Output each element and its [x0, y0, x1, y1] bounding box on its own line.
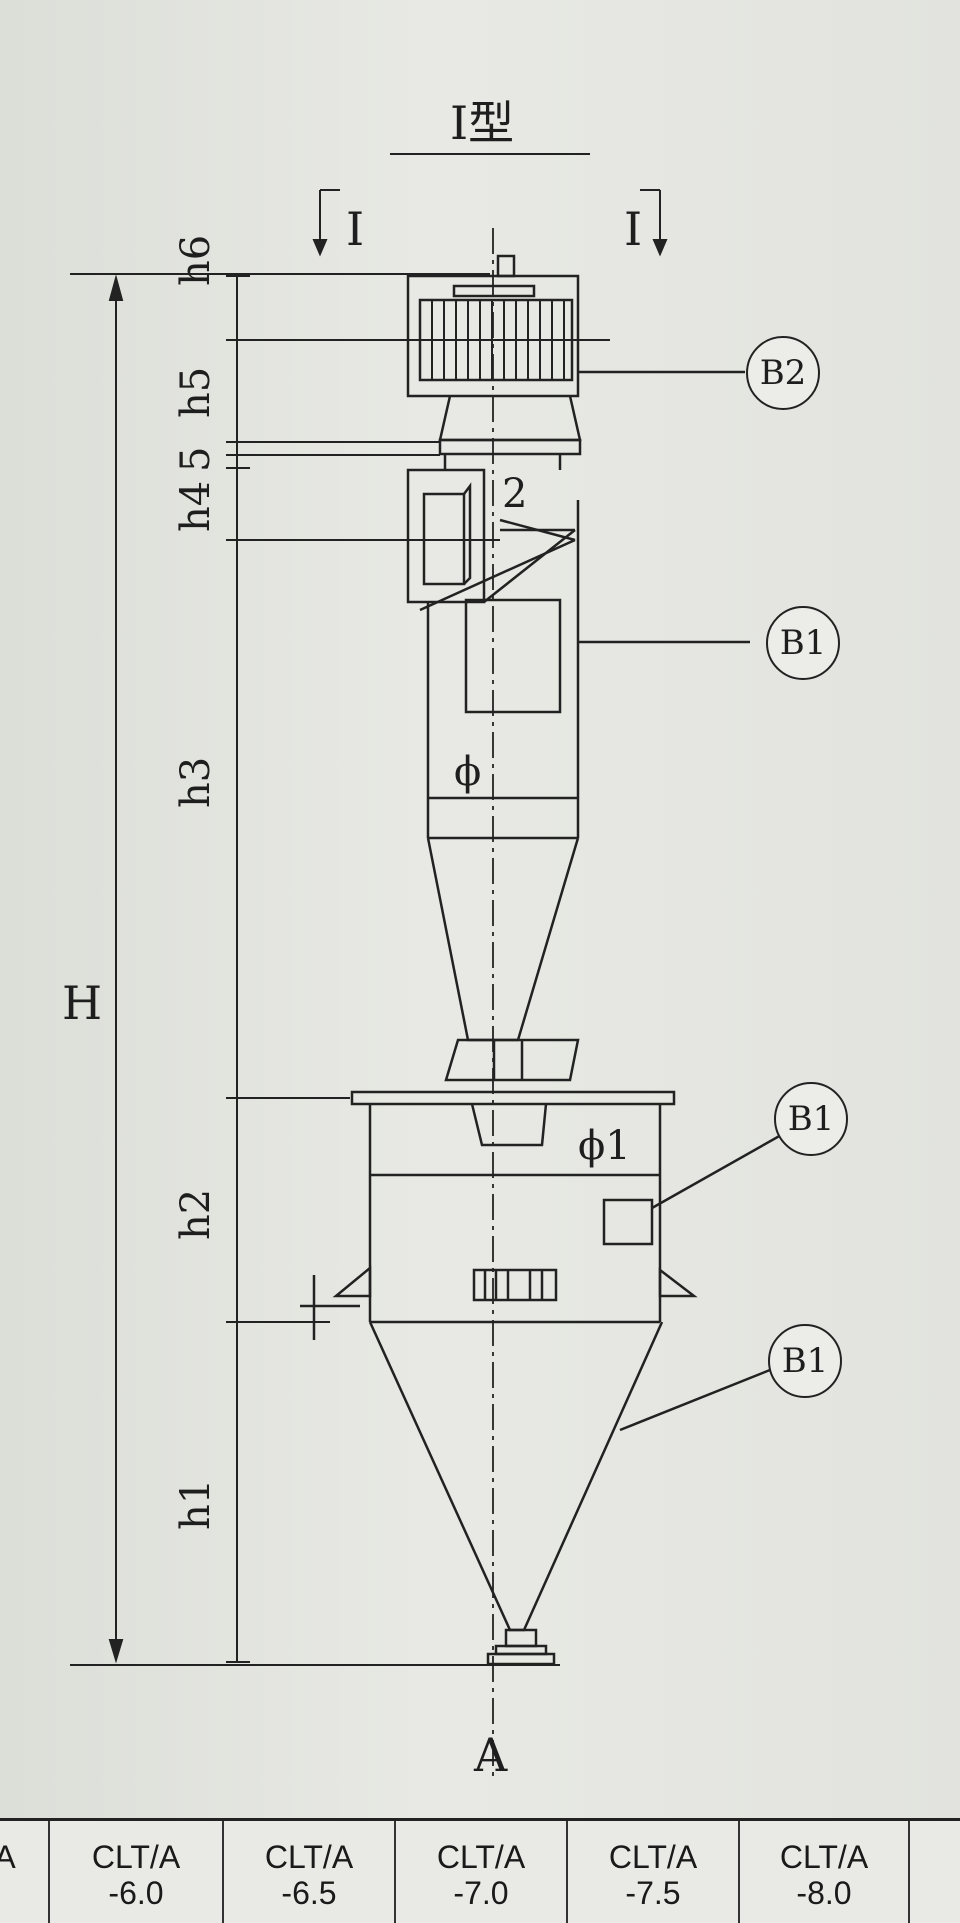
neck: [438, 395, 582, 470]
dimension-label-h4: h4: [173, 480, 219, 532]
table-cell-2: CLT/A -6.5: [222, 1821, 394, 1923]
table-cell-3: CLT/A -7.0: [394, 1821, 566, 1923]
dimension-label-h3: h3: [173, 756, 219, 808]
section-label-right: I: [624, 202, 643, 256]
phi1-label: ϕ1: [578, 1123, 631, 1169]
phi-label: ϕ: [454, 749, 482, 795]
axis-label-A: A: [474, 1728, 508, 1782]
callout-b1-box: B1: [774, 1082, 848, 1156]
dimension-label-h1: h1: [173, 1478, 219, 1530]
callout-b1-upper: B1: [766, 606, 840, 680]
inlet-box: [406, 468, 576, 612]
dimension-label-h6: h6: [173, 234, 219, 286]
dimension-chain: [226, 275, 610, 1663]
fan-head: [406, 254, 745, 398]
dimension-label-H: H: [62, 976, 103, 1030]
hopper: [368, 1321, 791, 1666]
dust-box: [300, 1090, 791, 1340]
table-cell-1: CLT/A -6.0: [48, 1821, 222, 1923]
section-marker-right: [640, 189, 668, 257]
callout-b1-lower: B1: [768, 1324, 842, 1398]
model-table-header: A CLT/A -6.0 CLT/A -6.5 CLT/A -7.0 CLT/A…: [0, 1818, 960, 1923]
upper-cyclone: [426, 500, 750, 1082]
section-label-left: I: [346, 202, 365, 256]
drawing-title: I型: [450, 96, 515, 150]
part-number-2: 2: [502, 471, 528, 517]
cyclone-drawing: [70, 153, 791, 1780]
table-cell-0: A: [0, 1821, 48, 1923]
dimension-label-h5: h5: [173, 366, 219, 418]
callout-b2: B2: [746, 336, 820, 410]
dimension-label-h2: h2: [173, 1188, 219, 1240]
section-marker-left: [312, 189, 340, 257]
table-cell-5: CLT/A -8.0: [738, 1821, 910, 1923]
table-cell-4: CLT/A -7.5: [566, 1821, 738, 1923]
dimension-H: [108, 274, 124, 1664]
dimension-label-five: 5: [173, 446, 219, 472]
